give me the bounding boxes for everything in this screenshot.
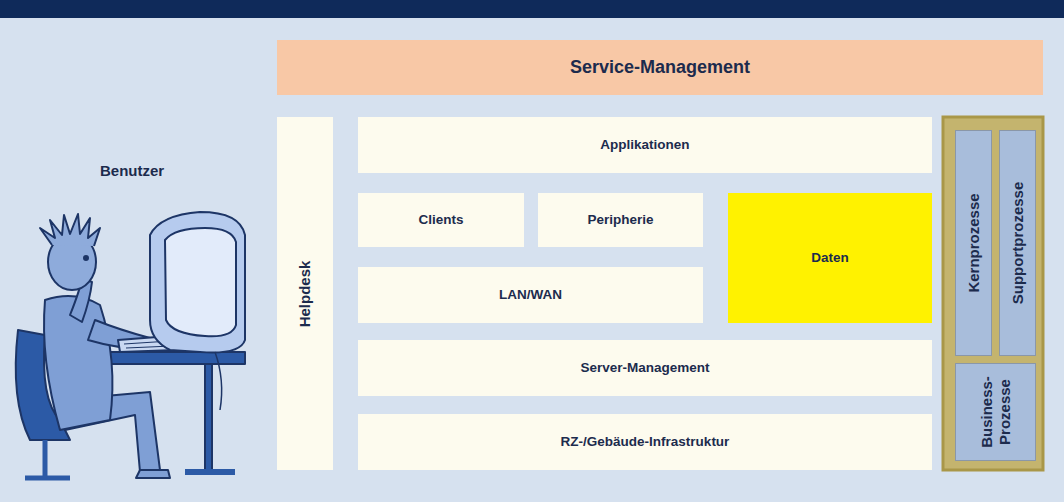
node-label: LAN/WAN — [358, 287, 703, 303]
node-label: Service-Management — [277, 57, 1043, 79]
free-label: Benutzer — [100, 162, 164, 179]
process-bar: Kernprozesse — [955, 130, 992, 356]
node-label: Applikationen — [358, 137, 932, 153]
header-bar — [0, 0, 1064, 18]
node-label: Helpdesk — [296, 123, 314, 464]
layer-box: RZ-/Gebäude-Infrastruktur — [358, 414, 932, 470]
process-frame — [943, 117, 1043, 470]
node-label: Kernprozesse — [965, 136, 983, 350]
layer-box: LAN/WAN — [358, 267, 703, 323]
service-band: Service-Management — [277, 40, 1043, 95]
process-box: Business- Prozesse — [955, 363, 1036, 461]
helpdesk-bar: Helpdesk — [277, 117, 333, 470]
layer-box: Clients — [358, 193, 524, 247]
layer-box: Peripherie — [538, 193, 703, 247]
node-label: Peripherie — [538, 212, 703, 228]
node-label: RZ-/Gebäude-Infrastruktur — [358, 434, 932, 450]
layer-box: Applikationen — [358, 117, 932, 173]
node-label: Server-Management — [358, 360, 932, 376]
node-label: Daten — [728, 250, 932, 266]
user-illustration — [16, 212, 245, 478]
layer-box: Server-Management — [358, 340, 932, 396]
node-label: Clients — [358, 212, 524, 228]
process-bar: Supportprozesse — [999, 130, 1036, 356]
highlight-box: Daten — [728, 193, 932, 323]
node-label: Business- Prozesse — [978, 369, 1014, 455]
node-label: Supportprozesse — [1009, 136, 1027, 350]
